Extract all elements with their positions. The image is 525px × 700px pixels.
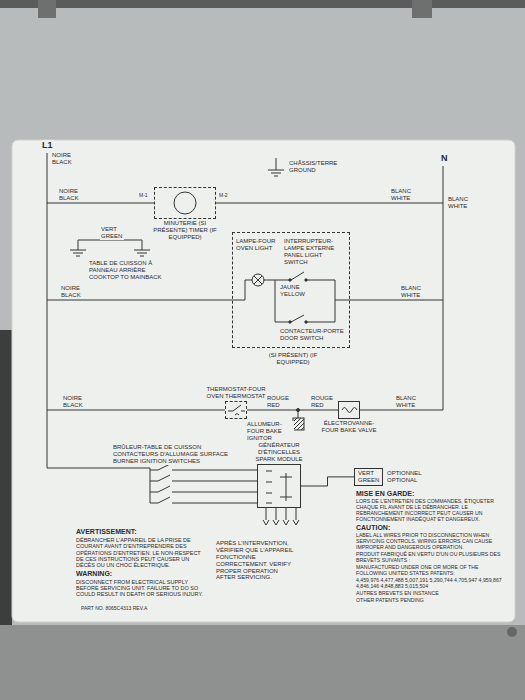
wire-label: TABLE DE CUISSON À PANNEAU ARRIÈRE COOKT… bbox=[88, 260, 170, 281]
bracket bbox=[412, 0, 432, 18]
wire-connector bbox=[301, 477, 354, 486]
part-number: PART NO. 8065C4313 REV.A bbox=[80, 606, 148, 612]
wire-label: ROUGE RED bbox=[266, 395, 290, 409]
line-terminal: L1 bbox=[41, 140, 54, 150]
wire-label: BRÛLEUR-TABLE DE CUISSON CONTACTEURS D'A… bbox=[112, 444, 239, 465]
diagram-label bbox=[12, 140, 515, 622]
component-label: LAMPE-FOUR OVEN LIGHT bbox=[236, 238, 276, 252]
bake-ignitor bbox=[293, 418, 304, 430]
wire-label: M-2 bbox=[218, 193, 229, 199]
contact bbox=[289, 321, 291, 323]
ground-symbol bbox=[268, 158, 284, 176]
ignition-switches bbox=[47, 464, 257, 503]
drawing-path bbox=[342, 408, 357, 413]
screw bbox=[507, 627, 517, 637]
contact bbox=[289, 279, 291, 281]
warning-text: LORS DE L'ENTRETIEN DES COMMANDES, ÉTIQU… bbox=[355, 499, 510, 523]
lamp-filament bbox=[254, 276, 262, 284]
wire-label: M-1 bbox=[138, 193, 149, 199]
wire-label: CHÂSSIS/TERRE GROUND bbox=[288, 160, 340, 174]
warning-text: DISCONNECT FROM ELECTRICAL SUPPLY BEFORE… bbox=[75, 579, 210, 598]
l1-rail bbox=[47, 153, 48, 468]
component-shape bbox=[338, 401, 360, 419]
module-symbol bbox=[258, 465, 302, 509]
wire-label: APRÈS L'INTERVENTION, VÉRIFIER QUE L'APP… bbox=[215, 540, 297, 581]
wire-label: BLANC WHITE bbox=[390, 188, 418, 202]
text-column: MISE EN GARDE:LORS DE L'ENTRETIEN DES CO… bbox=[355, 490, 510, 605]
wire-connector bbox=[247, 410, 338, 411]
component-label: VERT GREEN bbox=[358, 470, 379, 484]
component-shape bbox=[225, 401, 247, 419]
component-label: CONTACTEUR-PORTE DOOR SWITCH bbox=[280, 328, 346, 342]
left-edge bbox=[0, 330, 12, 630]
electrode-leads bbox=[263, 508, 299, 525]
wire-label: ROUGE RED bbox=[310, 395, 334, 409]
component-box: VERT GREEN bbox=[354, 468, 383, 486]
ignitor-hatch bbox=[293, 418, 304, 430]
warning-text: 4,459,976 4,477,488 5,007,191 5,290,744 … bbox=[355, 578, 510, 590]
bracket bbox=[38, 0, 56, 18]
wire-label: NOIRE BLACK bbox=[62, 395, 88, 409]
drawing-path bbox=[266, 471, 292, 503]
timer-rung bbox=[47, 203, 443, 204]
green-ground-wire bbox=[70, 240, 150, 256]
drawing-path bbox=[228, 405, 245, 415]
component-box: GÉNÉRATEUR D'ÉTINCELLES SPARK MODULE bbox=[248, 441, 310, 508]
warning-heading: CAUTION: bbox=[355, 524, 510, 532]
component-label: (SI PRÉSENT) (IF EQUIPPED) bbox=[252, 352, 334, 366]
component-box: LAMPE-FOUR OVEN LIGHT INTERRUPTEUR-LAMPE … bbox=[232, 232, 350, 348]
component-label: ÉLECTROVANNE-FOUR BAKE VALVE bbox=[318, 420, 380, 434]
drawing-circle bbox=[174, 192, 196, 214]
text-column: AVERTISSEMENT:DÉBRANCHER L'APPAREIL DE L… bbox=[75, 528, 210, 599]
wiring bbox=[47, 153, 443, 525]
wire-label: BLANC WHITE bbox=[447, 196, 475, 210]
component-label: INTERRUPTEUR-LAMPE EXTERNE PANEL LIGHT S… bbox=[284, 238, 346, 266]
wire-label: NOIRE BLACK bbox=[51, 152, 77, 166]
warning-text: DÉBRANCHER L'APPAREIL DE LA PRISE DE COU… bbox=[75, 537, 210, 569]
wire-label: BLANC WHITE bbox=[400, 285, 428, 299]
wire-label: NOIRE BLACK bbox=[58, 188, 84, 202]
wire-label: NOIRE BLACK bbox=[60, 285, 86, 299]
thermo-symbol bbox=[226, 402, 248, 420]
warning-heading: WARNING: bbox=[75, 570, 210, 578]
timer-symbol bbox=[155, 188, 217, 220]
warning-text: OTHER PATENTS PENDING bbox=[355, 598, 510, 604]
component-label: MINUTERIE (SI PRÉSENTE) TIMER (IF EQUIPP… bbox=[150, 220, 220, 241]
ground-box: VERT GREEN bbox=[354, 468, 383, 486]
dashed-timer-box bbox=[154, 187, 216, 219]
top-edge bbox=[0, 0, 525, 8]
oven-lamp bbox=[252, 274, 264, 286]
wire-label: ALLUMEUR-FOUR BAKE IGNITOR bbox=[246, 421, 294, 442]
component-shape bbox=[257, 464, 301, 508]
warning-heading: MISE EN GARDE: bbox=[355, 490, 510, 498]
valve-symbol bbox=[339, 402, 361, 420]
contact bbox=[305, 321, 307, 323]
warning-text: AUTRES BREVETS EN INSTANCE bbox=[355, 591, 510, 597]
warning-text: LABEL ALL WIRES PRIOR TO DISCONNECTION W… bbox=[355, 533, 510, 551]
contact bbox=[305, 279, 307, 281]
warning-heading: AVERTISSEMENT: bbox=[75, 528, 210, 536]
wire-label: OPTIONNEL OPTIONAL bbox=[386, 470, 428, 484]
component-label: JAUNE YELLOW bbox=[280, 284, 304, 298]
wire-label: BLANC WHITE bbox=[395, 395, 423, 409]
line-terminal: N bbox=[440, 153, 449, 163]
wire-label: VERT GREEN bbox=[100, 226, 124, 240]
warning-text: PRODUIT FABRIQUÉ EN VERTU D'UN OU PLUSIE… bbox=[355, 552, 510, 564]
component-box: THERMOSTAT-FOUR OVEN THERMOSTAT bbox=[205, 385, 267, 419]
component-label: THERMOSTAT-FOUR OVEN THERMOSTAT bbox=[205, 386, 267, 400]
component-label: GÉNÉRATEUR D'ÉTINCELLES SPARK MODULE bbox=[248, 442, 310, 463]
lower-panel bbox=[0, 625, 525, 700]
warning-text: MANUFACTURED UNDER ONE OR MORE OF THE FO… bbox=[355, 565, 510, 577]
component-box: MINUTERIE (SI PRÉSENTE) TIMER (IF EQUIPP… bbox=[150, 187, 220, 242]
